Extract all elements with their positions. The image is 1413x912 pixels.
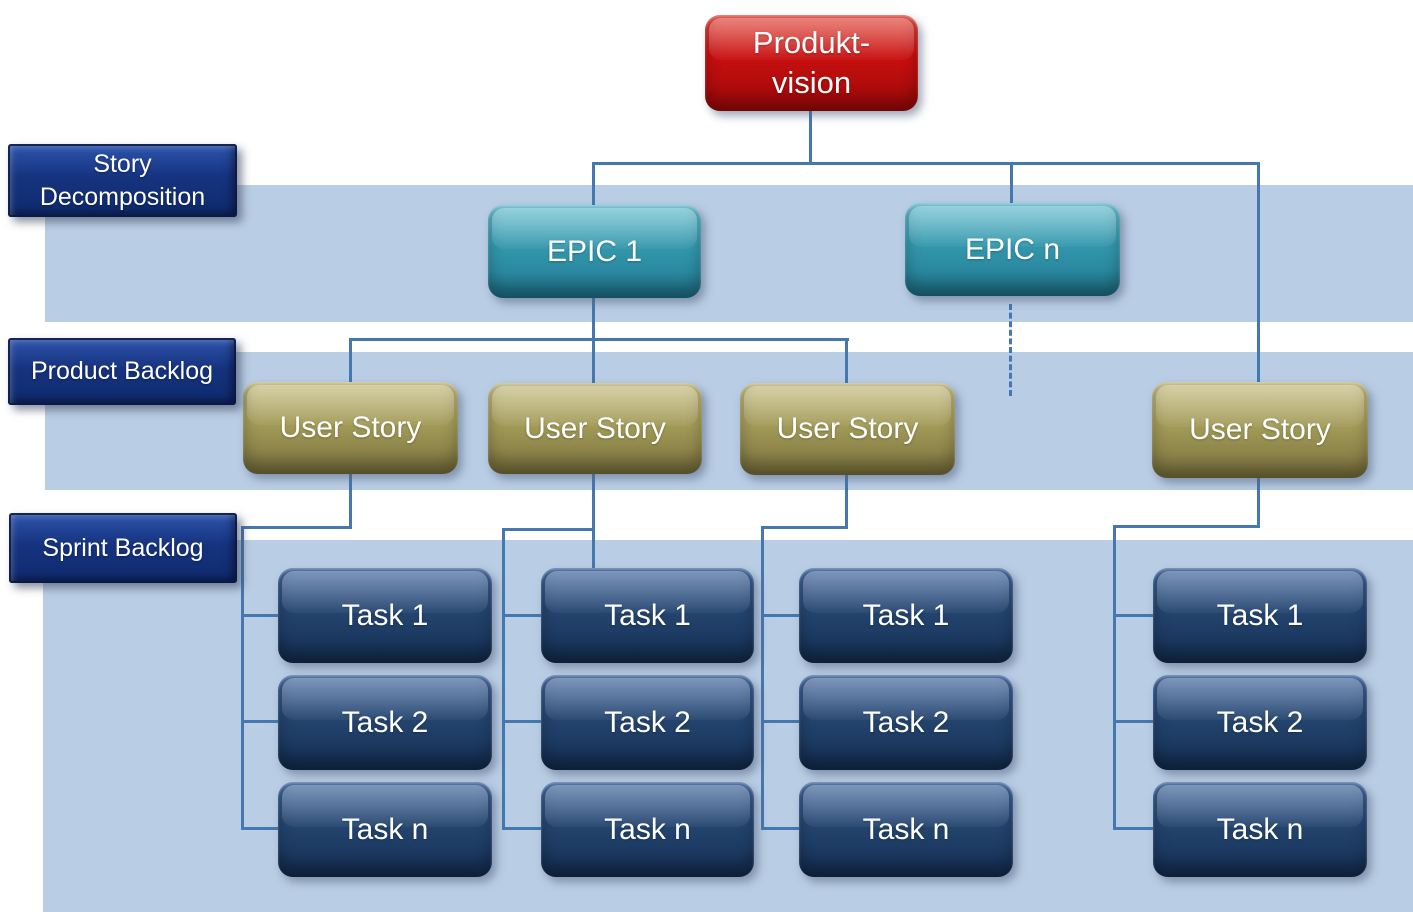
node-user-story-1: User Story <box>243 382 458 474</box>
node-product-vision: Produkt- vision <box>705 15 918 111</box>
connector-stories-bus <box>349 338 849 341</box>
connector-col4-elbow <box>1113 525 1260 528</box>
connector-col3-elbow <box>761 526 848 529</box>
user-story-1-label: User Story <box>279 411 422 444</box>
node-task-c2-r3: Task n <box>541 782 754 877</box>
task-c4-r3-label: Task n <box>1216 812 1304 846</box>
node-task-c3-r3: Task n <box>799 782 1013 877</box>
connector-epic1-drop <box>592 164 595 207</box>
connector-epicn-dashed <box>1009 304 1012 396</box>
task-c3-r1-label: Task 1 <box>862 598 950 632</box>
label-product-backlog-text: Product Backlog <box>30 357 214 385</box>
connector-col3-spine <box>761 526 764 830</box>
node-task-c4-r1: Task 1 <box>1153 568 1367 663</box>
task-c3-r2-label: Task 2 <box>862 705 950 739</box>
node-user-story-4: User Story <box>1152 382 1368 478</box>
connector-story1-stem <box>349 473 352 528</box>
node-task-c3-r2: Task 2 <box>799 675 1013 770</box>
label-story-decomposition-line1: Story <box>93 149 152 178</box>
node-task-c1-r1: Task 1 <box>278 568 492 663</box>
connector-col1-elbow <box>241 526 352 529</box>
node-epic-1: EPIC 1 <box>488 205 701 298</box>
node-task-c4-r2: Task 2 <box>1153 675 1367 770</box>
connector-story4-drop <box>1257 164 1260 384</box>
node-task-c1-r3: Task n <box>278 782 492 877</box>
connector-story1-drop <box>349 339 352 383</box>
product-vision-label-line1: Produkt- <box>752 25 871 60</box>
user-story-2-label: User Story <box>524 411 666 445</box>
connector-col2-taskn-stub <box>502 827 543 830</box>
connector-col4-taskn-stub <box>1113 827 1154 830</box>
user-story-4-label: User Story <box>1189 413 1331 446</box>
connector-epicn-drop <box>1010 164 1013 205</box>
connector-col2-task2-stub <box>502 720 543 723</box>
node-epic-n: EPIC n <box>905 203 1120 296</box>
connector-col4-spine <box>1113 525 1116 830</box>
node-task-c2-r2: Task 2 <box>541 675 754 770</box>
connector-col4-task2-stub <box>1113 720 1154 723</box>
task-c2-r1-label: Task 1 <box>604 598 691 632</box>
task-c2-r3-label: Task n <box>604 812 691 846</box>
task-c4-r2-label: Task 2 <box>1216 705 1304 739</box>
node-user-story-3: User Story <box>740 383 955 475</box>
task-c1-r3-label: Task n <box>341 812 429 846</box>
connector-story3-stem <box>845 474 848 529</box>
band-story-decomposition <box>45 185 1413 322</box>
task-c1-r1-label: Task 1 <box>341 598 429 632</box>
connector-story3-drop <box>845 339 848 384</box>
connector-epics-bus <box>592 162 1260 165</box>
connector-col2-elbow <box>502 528 595 531</box>
task-c1-r2-label: Task 2 <box>341 705 429 739</box>
connector-story4-stem <box>1257 478 1260 528</box>
connector-col3-taskn-stub <box>761 827 801 830</box>
node-user-story-2: User Story <box>488 383 702 474</box>
connector-col3-task2-stub <box>761 720 801 723</box>
task-c3-r3-label: Task n <box>862 812 950 846</box>
node-task-c2-r1: Task 1 <box>541 568 754 663</box>
label-product-backlog: Product Backlog <box>8 338 236 405</box>
label-story-decomposition: Story Decomposition <box>8 144 237 217</box>
connector-col1-spine <box>241 526 244 830</box>
label-sprint-backlog: Sprint Backlog <box>9 513 237 583</box>
connector-col2-task1-stub <box>502 614 543 617</box>
task-c2-r2-label: Task 2 <box>604 705 691 739</box>
connector-col1-taskn-stub <box>241 827 279 830</box>
connector-col1-task2-stub <box>241 720 279 723</box>
connector-vision-stem <box>809 110 812 164</box>
connector-col2-spine <box>502 528 505 830</box>
epic-1-label: EPIC 1 <box>546 234 643 268</box>
connector-col4-task1-stub <box>1113 614 1154 617</box>
label-story-decomposition-line2: Decomposition <box>39 182 206 211</box>
product-vision-label-line2: vision <box>771 65 852 100</box>
task-c4-r1-label: Task 1 <box>1216 598 1304 632</box>
epic-n-label: EPIC n <box>964 232 1061 266</box>
node-task-c1-r2: Task 2 <box>278 675 492 770</box>
node-task-c3-r1: Task 1 <box>799 568 1013 663</box>
user-story-3-label: User Story <box>776 412 919 445</box>
connector-col3-task1-stub <box>761 614 801 617</box>
label-sprint-backlog-text: Sprint Backlog <box>42 533 204 562</box>
node-task-c4-r3: Task n <box>1153 782 1367 877</box>
connector-col1-task1-stub <box>241 614 279 617</box>
